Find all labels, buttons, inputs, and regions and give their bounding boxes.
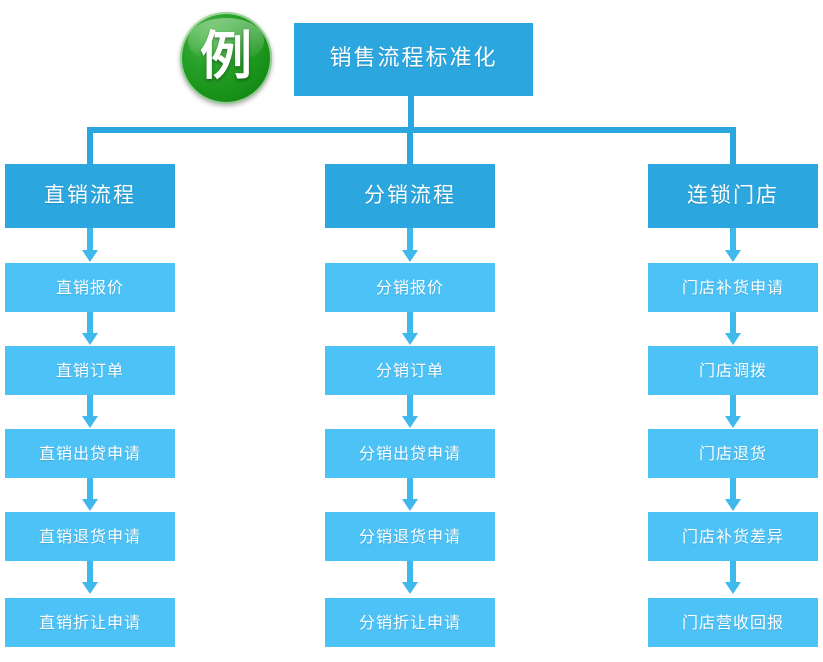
- branch-header-3-label: 连锁门店: [687, 183, 779, 208]
- arrow-3-1: [722, 228, 744, 263]
- branch-1-step-4[interactable]: 直销退货申请: [5, 512, 175, 561]
- branch-drop-3: [730, 127, 736, 164]
- branch-2-step-4[interactable]: 分销退货申请: [325, 512, 495, 561]
- branch-3-step-4[interactable]: 门店补货差异: [648, 512, 818, 561]
- arrow-2-2: [399, 312, 421, 346]
- branch-2-step-2[interactable]: 分销订单: [325, 346, 495, 395]
- branch-3-step-4-label: 门店补货差异: [681, 526, 784, 546]
- arrow-1-4: [79, 478, 101, 512]
- branch-drop-2: [407, 127, 413, 164]
- arrow-1-1: [79, 228, 101, 263]
- root-node-label: 销售流程标准化: [329, 46, 498, 72]
- branch-1-step-5[interactable]: 直销折让申请: [5, 598, 175, 647]
- branch-3-step-5-label: 门店营收回报: [681, 612, 784, 632]
- arrow-1-2: [79, 312, 101, 346]
- arrow-3-5: [722, 561, 744, 595]
- branch-header-2-label: 分销流程: [364, 183, 456, 208]
- branch-2-step-1[interactable]: 分销报价: [325, 263, 495, 312]
- root-connector-stem: [408, 96, 414, 130]
- arrow-2-3: [399, 395, 421, 429]
- branch-2-step-3-label: 分销出贷申请: [358, 443, 461, 463]
- example-badge: 例: [180, 12, 272, 104]
- branch-1-step-1-label: 直销报价: [55, 277, 124, 297]
- arrow-1-3: [79, 395, 101, 429]
- arrow-3-2: [722, 312, 744, 346]
- branch-3-step-2-label: 门店调拨: [698, 360, 767, 380]
- arrow-2-5: [399, 561, 421, 595]
- branch-1-step-4-label: 直销退货申请: [38, 526, 141, 546]
- branch-2-step-5[interactable]: 分销折让申请: [325, 598, 495, 647]
- branch-header-2[interactable]: 分销流程: [325, 164, 495, 228]
- branch-2-step-2-label: 分销订单: [375, 360, 444, 380]
- branch-2-step-3[interactable]: 分销出贷申请: [325, 429, 495, 478]
- arrow-3-3: [722, 395, 744, 429]
- arrow-1-5: [79, 561, 101, 595]
- branch-3-step-1-label: 门店补货申请: [681, 277, 784, 297]
- branch-drop-1: [87, 127, 93, 164]
- example-badge-glyph: 例: [199, 27, 252, 87]
- branch-3-step-5[interactable]: 门店营收回报: [648, 598, 818, 647]
- branch-2-step-5-label: 分销折让申请: [358, 612, 461, 632]
- branch-1-step-1[interactable]: 直销报价: [5, 263, 175, 312]
- branch-1-step-5-label: 直销折让申请: [38, 612, 141, 632]
- branch-2-step-4-label: 分销退货申请: [358, 526, 461, 546]
- branch-2-step-1-label: 分销报价: [375, 277, 444, 297]
- arrow-2-1: [399, 228, 421, 263]
- arrow-3-4: [722, 478, 744, 512]
- branch-3-step-2[interactable]: 门店调拨: [648, 346, 818, 395]
- branch-3-step-1[interactable]: 门店补货申请: [648, 263, 818, 312]
- branch-3-step-3-label: 门店退货: [698, 443, 767, 463]
- branch-header-1[interactable]: 直销流程: [5, 164, 175, 228]
- branch-header-1-label: 直销流程: [44, 183, 136, 208]
- branch-3-step-3[interactable]: 门店退货: [648, 429, 818, 478]
- branch-1-step-3-label: 直销出贷申请: [38, 443, 141, 463]
- branch-1-step-3[interactable]: 直销出贷申请: [5, 429, 175, 478]
- root-node[interactable]: 销售流程标准化: [294, 23, 533, 96]
- arrow-2-4: [399, 478, 421, 512]
- branch-1-step-2[interactable]: 直销订单: [5, 346, 175, 395]
- branch-header-3[interactable]: 连锁门店: [648, 164, 818, 228]
- branch-1-step-2-label: 直销订单: [55, 360, 124, 380]
